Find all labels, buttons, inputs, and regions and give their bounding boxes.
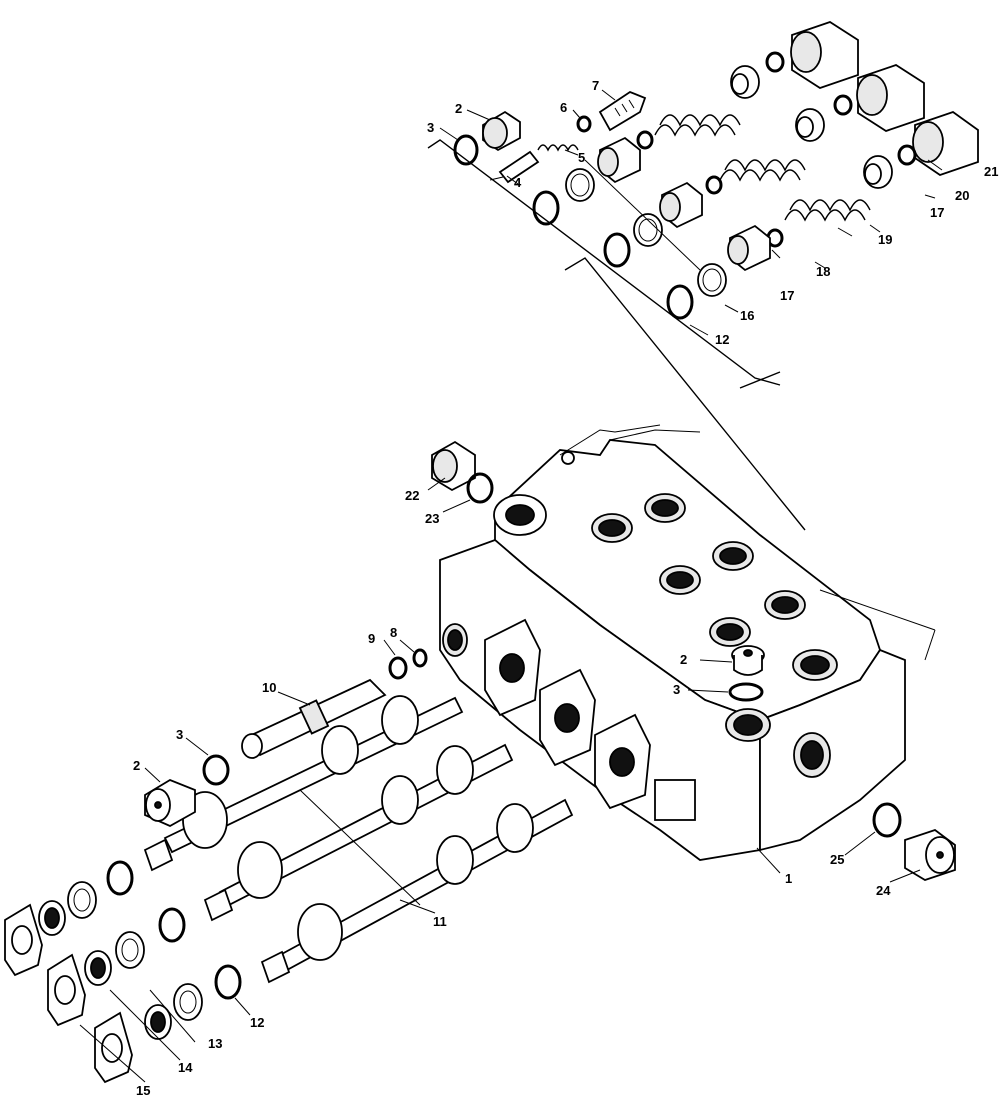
valve-body [439, 424, 936, 861]
callout-16: 16 [740, 308, 754, 323]
callout-12-top: 12 [715, 332, 729, 347]
seal-16-a-inner [570, 173, 590, 197]
seals-13 [67, 881, 203, 1021]
seal-16-a [565, 168, 595, 202]
callout-6: 6 [560, 100, 567, 115]
callout-18: 18 [816, 264, 830, 279]
callout-20: 20 [955, 188, 969, 203]
o-ring-6 [576, 115, 592, 133]
o-ring-3-top [453, 134, 479, 166]
retainer-17-b [795, 108, 825, 142]
plug-2-mid [731, 645, 765, 676]
o-ring-23 [466, 472, 494, 504]
callout-4: 4 [514, 175, 522, 190]
callout-2-left: 2 [133, 758, 140, 773]
spring-19-c [784, 199, 871, 222]
cap-21-c [912, 110, 979, 176]
cap-21-a [790, 21, 859, 89]
o-ring-8 [412, 648, 428, 668]
plug-22 [431, 440, 476, 492]
o-ring-12-top-a [532, 190, 560, 226]
callout-2-mid: 2 [680, 652, 687, 667]
top-group-bracket [427, 139, 806, 531]
callout-21: 21 [984, 164, 998, 179]
o-ring-3-mid [728, 682, 764, 702]
cup-17-a [597, 136, 641, 184]
spring-19-b [719, 159, 806, 182]
callout-15: 15 [136, 1083, 150, 1098]
plug-2-left [144, 778, 196, 828]
callout-1: 1 [785, 871, 792, 886]
flanges-15 [4, 903, 133, 1084]
o-ring-12-top-b [603, 232, 631, 268]
callout-3-left: 3 [176, 727, 183, 742]
o-ring-12-bottom-c [214, 964, 242, 1000]
callout-labels: 1 2 2 2 3 3 3 4 5 6 7 8 9 10 11 12 12 13… [133, 78, 998, 1098]
washer-18-b [705, 175, 723, 195]
callout-3-top: 3 [427, 120, 434, 135]
spring-19-a [654, 114, 741, 137]
plug-2-top [482, 110, 521, 152]
callout-3-mid: 3 [673, 682, 680, 697]
callout-8: 8 [390, 625, 397, 640]
cup-17-b [659, 181, 703, 229]
seal-16-b [633, 213, 663, 247]
callout-17-lower: 17 [780, 288, 794, 303]
callout-2-top: 2 [455, 101, 462, 116]
cap-21-b [856, 64, 925, 132]
cup-17-c [727, 224, 771, 272]
seals-14 [38, 900, 172, 1040]
callout-25: 25 [830, 852, 844, 867]
callout-17-upper: 17 [930, 205, 944, 220]
callout-10: 10 [262, 680, 276, 695]
callout-13: 13 [208, 1036, 222, 1051]
seal-16-c [697, 263, 727, 297]
callout-19: 19 [878, 232, 892, 247]
callout-7: 7 [592, 78, 599, 93]
o-ring-12-top-c [666, 284, 694, 320]
callout-24: 24 [876, 883, 891, 898]
callout-22: 22 [405, 488, 419, 503]
o-ring-12-bottom-a [106, 860, 134, 896]
callout-12-bottom: 12 [250, 1015, 264, 1030]
callout-11: 11 [433, 914, 447, 929]
poppet-7 [598, 90, 647, 132]
pin-4 [489, 150, 540, 184]
retainer-17-c [863, 155, 893, 189]
washer-18-a [636, 130, 654, 150]
seal-16-c-inner [702, 268, 722, 292]
callout-14: 14 [178, 1060, 193, 1075]
leader-lines [79, 89, 943, 1083]
callout-5: 5 [578, 150, 585, 165]
washer-20-a [765, 51, 785, 73]
o-ring-12-bottom-b [158, 907, 186, 943]
o-ring-25 [872, 802, 902, 838]
spring-5 [537, 144, 579, 152]
o-ring-3-left [202, 754, 230, 786]
retainer-17-a [730, 65, 760, 99]
washer-20-b [833, 94, 853, 116]
seal-16-b-inner [638, 218, 658, 242]
callout-9: 9 [368, 631, 375, 646]
spool-11-b [203, 743, 514, 922]
plug-24 [904, 828, 956, 881]
callout-23: 23 [425, 511, 439, 526]
o-ring-9 [388, 656, 408, 680]
washer-20-c [897, 144, 917, 166]
spool-11-c [260, 798, 574, 984]
